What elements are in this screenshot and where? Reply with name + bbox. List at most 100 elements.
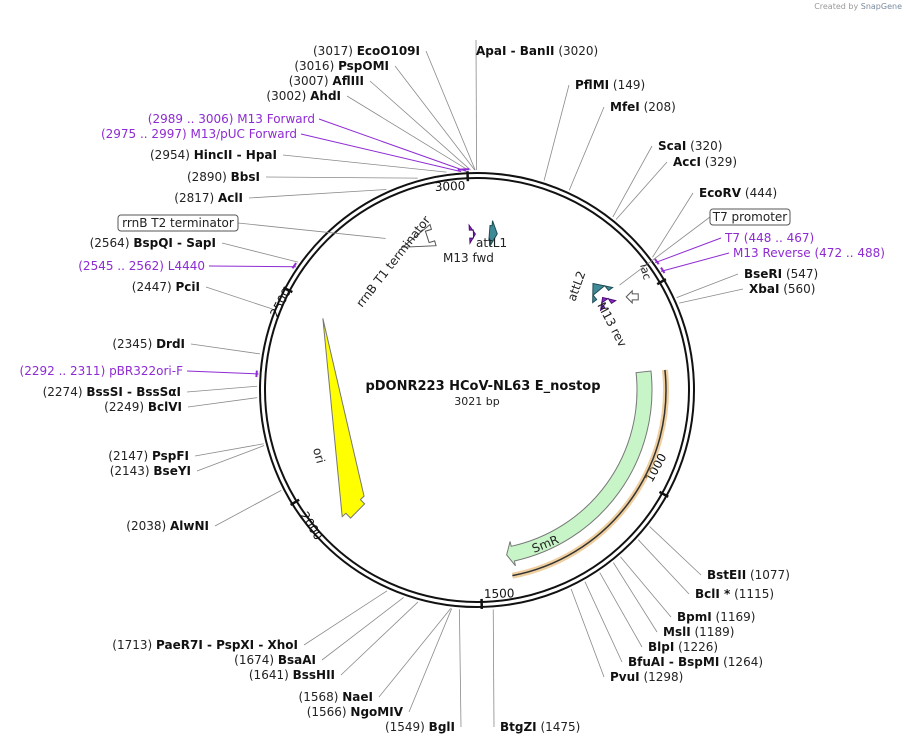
site-position: (3020) xyxy=(555,44,599,58)
svg-text:BclI * (1115): BclI * (1115) xyxy=(695,587,774,601)
lac-arrow xyxy=(625,289,639,305)
svg-text:MslI (1189): MslI (1189) xyxy=(663,625,734,639)
site-xbai: XbaI (560) xyxy=(749,282,816,296)
site-naei: (1568) NaeI xyxy=(299,690,373,704)
credit-prefix: Created by xyxy=(814,2,859,11)
svg-text:(2447) PciI: (2447) PciI xyxy=(132,280,200,294)
leader-bsshii xyxy=(340,601,419,676)
tick-label-1500: 1500 xyxy=(484,586,515,601)
site-acci: AccI (329) xyxy=(673,155,737,169)
tick-label-2500: 2500 xyxy=(267,286,294,320)
primer-leader-m13-forward xyxy=(318,118,467,172)
site-msli: MslI (1189) xyxy=(663,625,734,639)
leader-bsaai xyxy=(321,597,404,661)
site-pflmi: PflMI (149) xyxy=(575,78,645,92)
m13fwd-label: M13 fwd xyxy=(443,251,494,265)
site-name: MslI xyxy=(663,625,691,639)
site-blpi: BlpI (1226) xyxy=(648,640,718,654)
leader-lines xyxy=(186,39,744,728)
site-ecorv: EcoRV (444) xyxy=(699,186,777,200)
site-name: HincII - HpaI xyxy=(194,148,277,162)
site-position: (2954) xyxy=(150,148,194,162)
site-name: BclVI xyxy=(148,400,182,414)
leader-bbsi xyxy=(265,176,418,179)
site-bsteii: BstEII (1077) xyxy=(707,568,790,582)
lac-label: lac xyxy=(637,262,654,281)
site-name: PciI xyxy=(176,280,201,294)
leader-pspfi xyxy=(194,443,264,457)
leader-blpi xyxy=(599,572,643,648)
site-drdi: (2345) DrdI xyxy=(112,337,185,351)
svg-text:ScaI (320): ScaI (320) xyxy=(658,139,722,153)
site-name: BpmI xyxy=(677,610,712,624)
site-name: BfuAI - BspMI xyxy=(628,655,719,669)
attL2-label: attL2 xyxy=(565,269,589,303)
site-position: (560) xyxy=(779,282,815,296)
site-name: AclI xyxy=(218,191,243,205)
svg-text:T7 promoter: T7 promoter xyxy=(712,210,788,224)
site-bsssi-bsss-i: (2274) BssSI - BssSαI xyxy=(43,385,181,399)
ori-label: ori xyxy=(310,446,328,465)
site-ecoo109i: (3017) EcoO109I xyxy=(313,44,420,58)
leader-ecoo109i xyxy=(425,50,476,171)
plasmid-length: 3021 bp xyxy=(454,395,499,408)
svg-text:BfuAI - BspMI (1264): BfuAI - BspMI (1264) xyxy=(628,655,763,669)
rrnb-t1-label: rrnB T1 terminator xyxy=(353,213,433,310)
leader-btgzi xyxy=(492,609,495,728)
site-hincii-hpai: (2954) HincII - HpaI xyxy=(150,148,277,162)
feature-attl2 xyxy=(592,282,614,304)
leader-paer7i-pspxi-xhoi xyxy=(303,590,388,646)
svg-text:(2817) AclI: (2817) AclI xyxy=(174,191,243,205)
svg-text:BstEII (1077): BstEII (1077) xyxy=(707,568,790,582)
site-position: (1641) xyxy=(249,668,293,682)
site-position: (2345) xyxy=(112,337,156,351)
smr-cds-arc xyxy=(512,369,667,577)
svg-text:(1566) NgoMIV: (1566) NgoMIV xyxy=(307,705,404,719)
primer-mark-t7 xyxy=(654,258,660,265)
tick-label-2000: 2000 xyxy=(297,509,325,542)
leader-acci xyxy=(615,161,668,220)
svg-text:(2147) PspFI: (2147) PspFI xyxy=(108,449,189,463)
tick-2000 xyxy=(289,498,300,507)
feature-m13-rev xyxy=(599,296,617,312)
svg-text:T7 (448 .. 467): T7 (448 .. 467) xyxy=(724,231,814,245)
site-btgzi: BtgZI (1475) xyxy=(500,720,580,734)
box-rrnb-t2-terminator: rrnB T2 terminator xyxy=(117,214,239,232)
primer-l4440: (2545 .. 2562) L4440 xyxy=(78,259,205,273)
leader-mfei xyxy=(568,106,605,191)
leader-scai xyxy=(612,145,653,218)
backbone-outer xyxy=(259,172,695,608)
svg-text:(1713) PaeR7I - PspXI - X: (1713) PaeR7I - PspXI - XhoI xyxy=(112,638,298,652)
svg-text:rrnB T2 terminator: rrnB T2 terminator xyxy=(122,216,234,230)
site-bspqi-sapi: (2564) BspQI - SapI xyxy=(90,236,216,250)
svg-text:PvuI (1298): PvuI (1298) xyxy=(610,670,683,684)
external-labels: (3017) EcoO109I(3016) PspOMI(3007) AflII… xyxy=(20,44,885,734)
svg-text:(2143) BseYI: (2143) BseYI xyxy=(110,464,191,478)
leader-naei xyxy=(378,608,452,698)
site-bsshii: (1641) BssHII xyxy=(249,668,335,682)
svg-text:(2038) AlwNI: (2038) AlwNI xyxy=(126,519,209,533)
primer-name: L4440 xyxy=(168,259,205,273)
leader-bpmi xyxy=(620,556,672,618)
feature-arrows xyxy=(322,220,669,579)
leader-drdi xyxy=(190,343,261,355)
site-ngomiv: (1566) NgoMIV xyxy=(307,705,404,719)
site-name: EcoRV xyxy=(699,186,742,200)
primer-name: pBR322ori-F xyxy=(109,364,183,378)
svg-text:XbaI (560): XbaI (560) xyxy=(749,282,816,296)
site-afliii: (3007) AflIII xyxy=(289,74,364,88)
leader-bfuai-bspmi xyxy=(584,581,623,663)
site-name: BclI * xyxy=(695,587,731,601)
site-position: (2890) xyxy=(187,170,231,184)
box-leader-t7-promoter xyxy=(619,216,711,286)
site-name: XbaI xyxy=(749,282,779,296)
svg-text:EcoRV (444): EcoRV (444) xyxy=(699,186,777,200)
snapgene-credit: Created by SnapGene xyxy=(814,2,902,11)
site-bcli: BclI * (1115) xyxy=(695,587,774,601)
site-scai: ScaI (320) xyxy=(658,139,722,153)
primer-name: M13/pUC Forward xyxy=(190,127,297,141)
site-position: (2038) xyxy=(126,519,170,533)
site-name: BstEII xyxy=(707,568,746,582)
leader-bseri xyxy=(676,273,739,299)
svg-text:(2292 .. 2311) pBR322ori-F: (2292 .. 2311) pBR322ori-F xyxy=(20,364,184,378)
